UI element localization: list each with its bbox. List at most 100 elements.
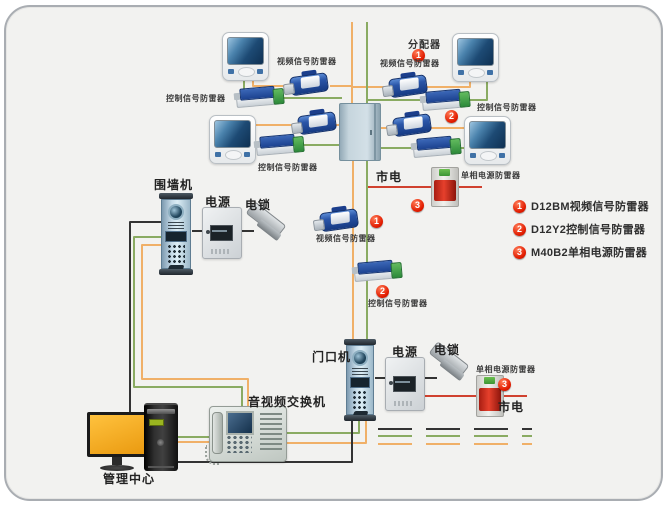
badge-video-1: 1 [412,49,425,62]
psu-vent [393,400,413,406]
tower-power-button [157,439,164,446]
psu-display [209,225,233,241]
protector-connector [253,140,261,149]
indoor-monitor-mid-left [209,115,256,164]
legend-item-video: 1 D12BM视频信号防雷器 [513,198,649,214]
label-power-supply: 电源 [205,195,232,209]
monitor-button [257,69,263,74]
indoor-monitor-mid-right [464,116,511,165]
monitor-home-button [467,68,485,78]
monitor-button [470,153,476,158]
psu-display-line [395,380,410,383]
protector-connector [410,142,418,151]
power-supply-unit [385,357,425,411]
label-control-protector: 控制信号防雷器 [477,103,537,112]
station-cap [344,339,376,345]
monitor-screen [214,120,251,148]
phone-side-buttons [260,413,282,453]
wire-wall-switch-green [133,236,243,407]
psu-led [389,380,394,385]
label-control-protector: 控制信号防雷器 [368,299,428,308]
monitor-button [244,152,250,157]
protector-terminal [292,135,305,153]
station-cap [159,193,193,199]
monitor-screen [469,121,506,149]
label-management-center: 管理中心 [103,472,156,486]
monitor-button [499,153,505,158]
wire-wall-mgmt-black [129,221,161,413]
phone-cord [205,445,219,465]
protector-connector [381,84,395,98]
monitor-screen [457,38,494,66]
badge-control-2: 2 [376,285,389,298]
monitor-button [215,152,221,157]
protector-indicator [483,377,496,384]
camera-lens-icon [168,204,184,220]
label-electric-lock: 电锁 [245,198,272,212]
door-station-device [344,339,376,421]
label-power-protector: 单相电源防雷器 [461,171,521,180]
station-keypad [167,244,185,263]
electric-lock-device [428,341,471,396]
black-wires [129,221,532,463]
legend-text-2: D12Y2控制信号防雷器 [531,224,646,236]
psu-led [206,230,211,234]
distribution-box-handle [370,130,372,135]
label-control-protector: 控制信号防雷器 [166,94,226,103]
wall-station-device [159,193,193,275]
label-door-station: 门口机 [312,350,352,364]
monitor-home-button [224,150,242,160]
legend-badge-1: 1 [513,199,526,213]
label-power-protector: 单相电源防雷器 [476,365,536,374]
badge-video-1: 1 [370,215,383,228]
station-display [350,377,370,388]
legend-badge-2: 2 [513,222,526,236]
av-switcher-device [205,406,287,465]
station-keypad [351,390,369,409]
station-cap [344,415,376,421]
psu-display [392,375,416,393]
label-video-protector: 视频信号防雷器 [277,57,337,66]
protector-connector [282,82,296,96]
tower-drive-bay [147,409,175,414]
monitor-button [228,69,234,74]
label-mains: 市电 [376,170,403,184]
phone-screen [226,411,254,435]
monitor-button [458,70,464,75]
monitor-frame [87,412,147,457]
label-distributor: 分配器 [408,40,441,51]
electric-lock-device [245,201,288,256]
protector-connector [312,218,326,232]
management-monitor [87,412,147,471]
psu-vent [210,249,230,254]
legend: 1 D12BM视频信号防雷器 2 D12Y2控制信号防雷器 3 M40B2单相电… [513,198,649,260]
badge-power-3: 3 [498,378,511,391]
label-power-supply: 电源 [392,345,419,359]
speaker-grille [352,368,368,375]
psu-display-line [212,230,227,232]
label-mains: 市电 [498,400,525,414]
monitor-base [100,465,134,471]
monitor-home-button [237,67,255,77]
protector-terminal [449,137,462,155]
protector-terminal [272,87,285,105]
legend-text-3: M40B2单相电源防雷器 [531,247,648,259]
wire-phone-door-green [284,419,360,434]
monitor-home-button [479,151,497,161]
power-surge-protector [431,167,459,207]
camera-lens-icon [352,350,368,366]
protector-connector [351,266,359,275]
red-mains-wires [368,186,527,397]
legend-text-1: D12BM视频信号防雷器 [531,201,649,213]
wire-door-tower-black [178,419,353,463]
indoor-monitor-top-left [222,32,269,81]
badge-control-2: 2 [445,110,458,123]
wire-wall-switch-orange [141,244,249,407]
protector-connector [419,95,427,104]
protector-terminal [390,261,403,279]
label-video-protector: 视频信号防雷器 [316,234,376,243]
management-pc-tower [144,403,178,471]
station-cap [159,269,193,275]
speaker-grille [167,222,185,229]
